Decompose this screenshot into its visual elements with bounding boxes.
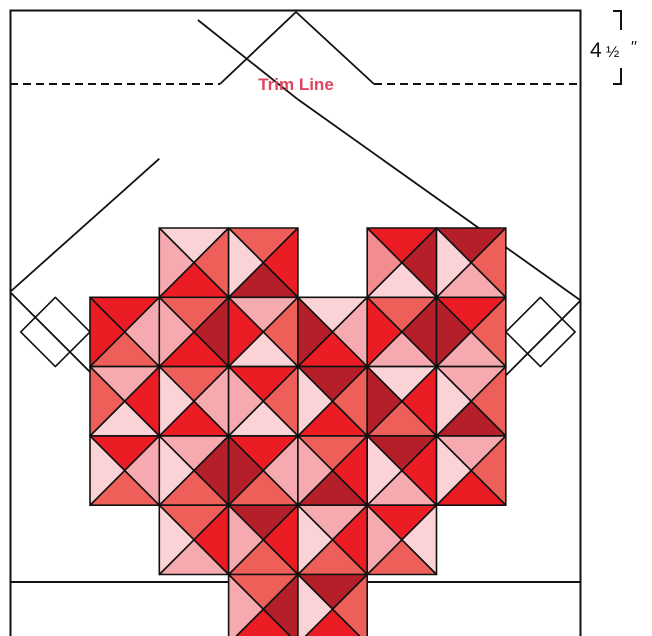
heart-triangle [435,365,472,437]
setting-diamond [504,296,576,368]
heart-triangle [227,296,265,368]
heart-triangle [366,365,403,437]
heart-triangle [89,296,126,368]
heart-triangle [366,227,403,299]
heart-triangle [227,435,265,507]
heart-triangle [435,296,472,368]
setting-line [295,11,375,85]
heart-triangle [89,435,126,507]
dimension-whole: 4 [590,39,602,62]
dimension-unit: ′′ [631,39,637,56]
heart-triangle [227,504,265,576]
dimension-bracket-top [613,10,622,30]
setting-line [219,11,297,85]
dimension-bracket-bottom [613,68,622,85]
heart-triangle [158,365,195,437]
heart-triangle [297,296,334,368]
heart-triangle [366,296,403,368]
heart-triangle [435,227,472,299]
heart-triangle [297,365,334,437]
trim-line-label: Trim Line [258,75,334,94]
heart-patchwork [89,227,507,636]
setting-line [9,158,160,293]
heart-triangle [297,435,334,507]
heart-triangle [227,573,265,636]
setting-line [197,19,299,101]
heart-triangle [89,365,126,437]
heart-triangle [297,504,334,576]
dimension-fraction: ½ [606,44,619,61]
heart-triangle [158,296,195,368]
setting-line [297,98,581,301]
heart-triangle [366,435,403,507]
heart-triangle [227,227,265,299]
heart-triangle [297,573,334,636]
heart-triangle [158,435,195,507]
heart-triangle [158,504,195,576]
setting-diamond [19,296,91,368]
heart-triangle [366,504,403,576]
heart-triangle [158,227,195,299]
heart-triangle [227,365,265,437]
heart-triangle [435,435,472,507]
block-outline [9,9,582,636]
